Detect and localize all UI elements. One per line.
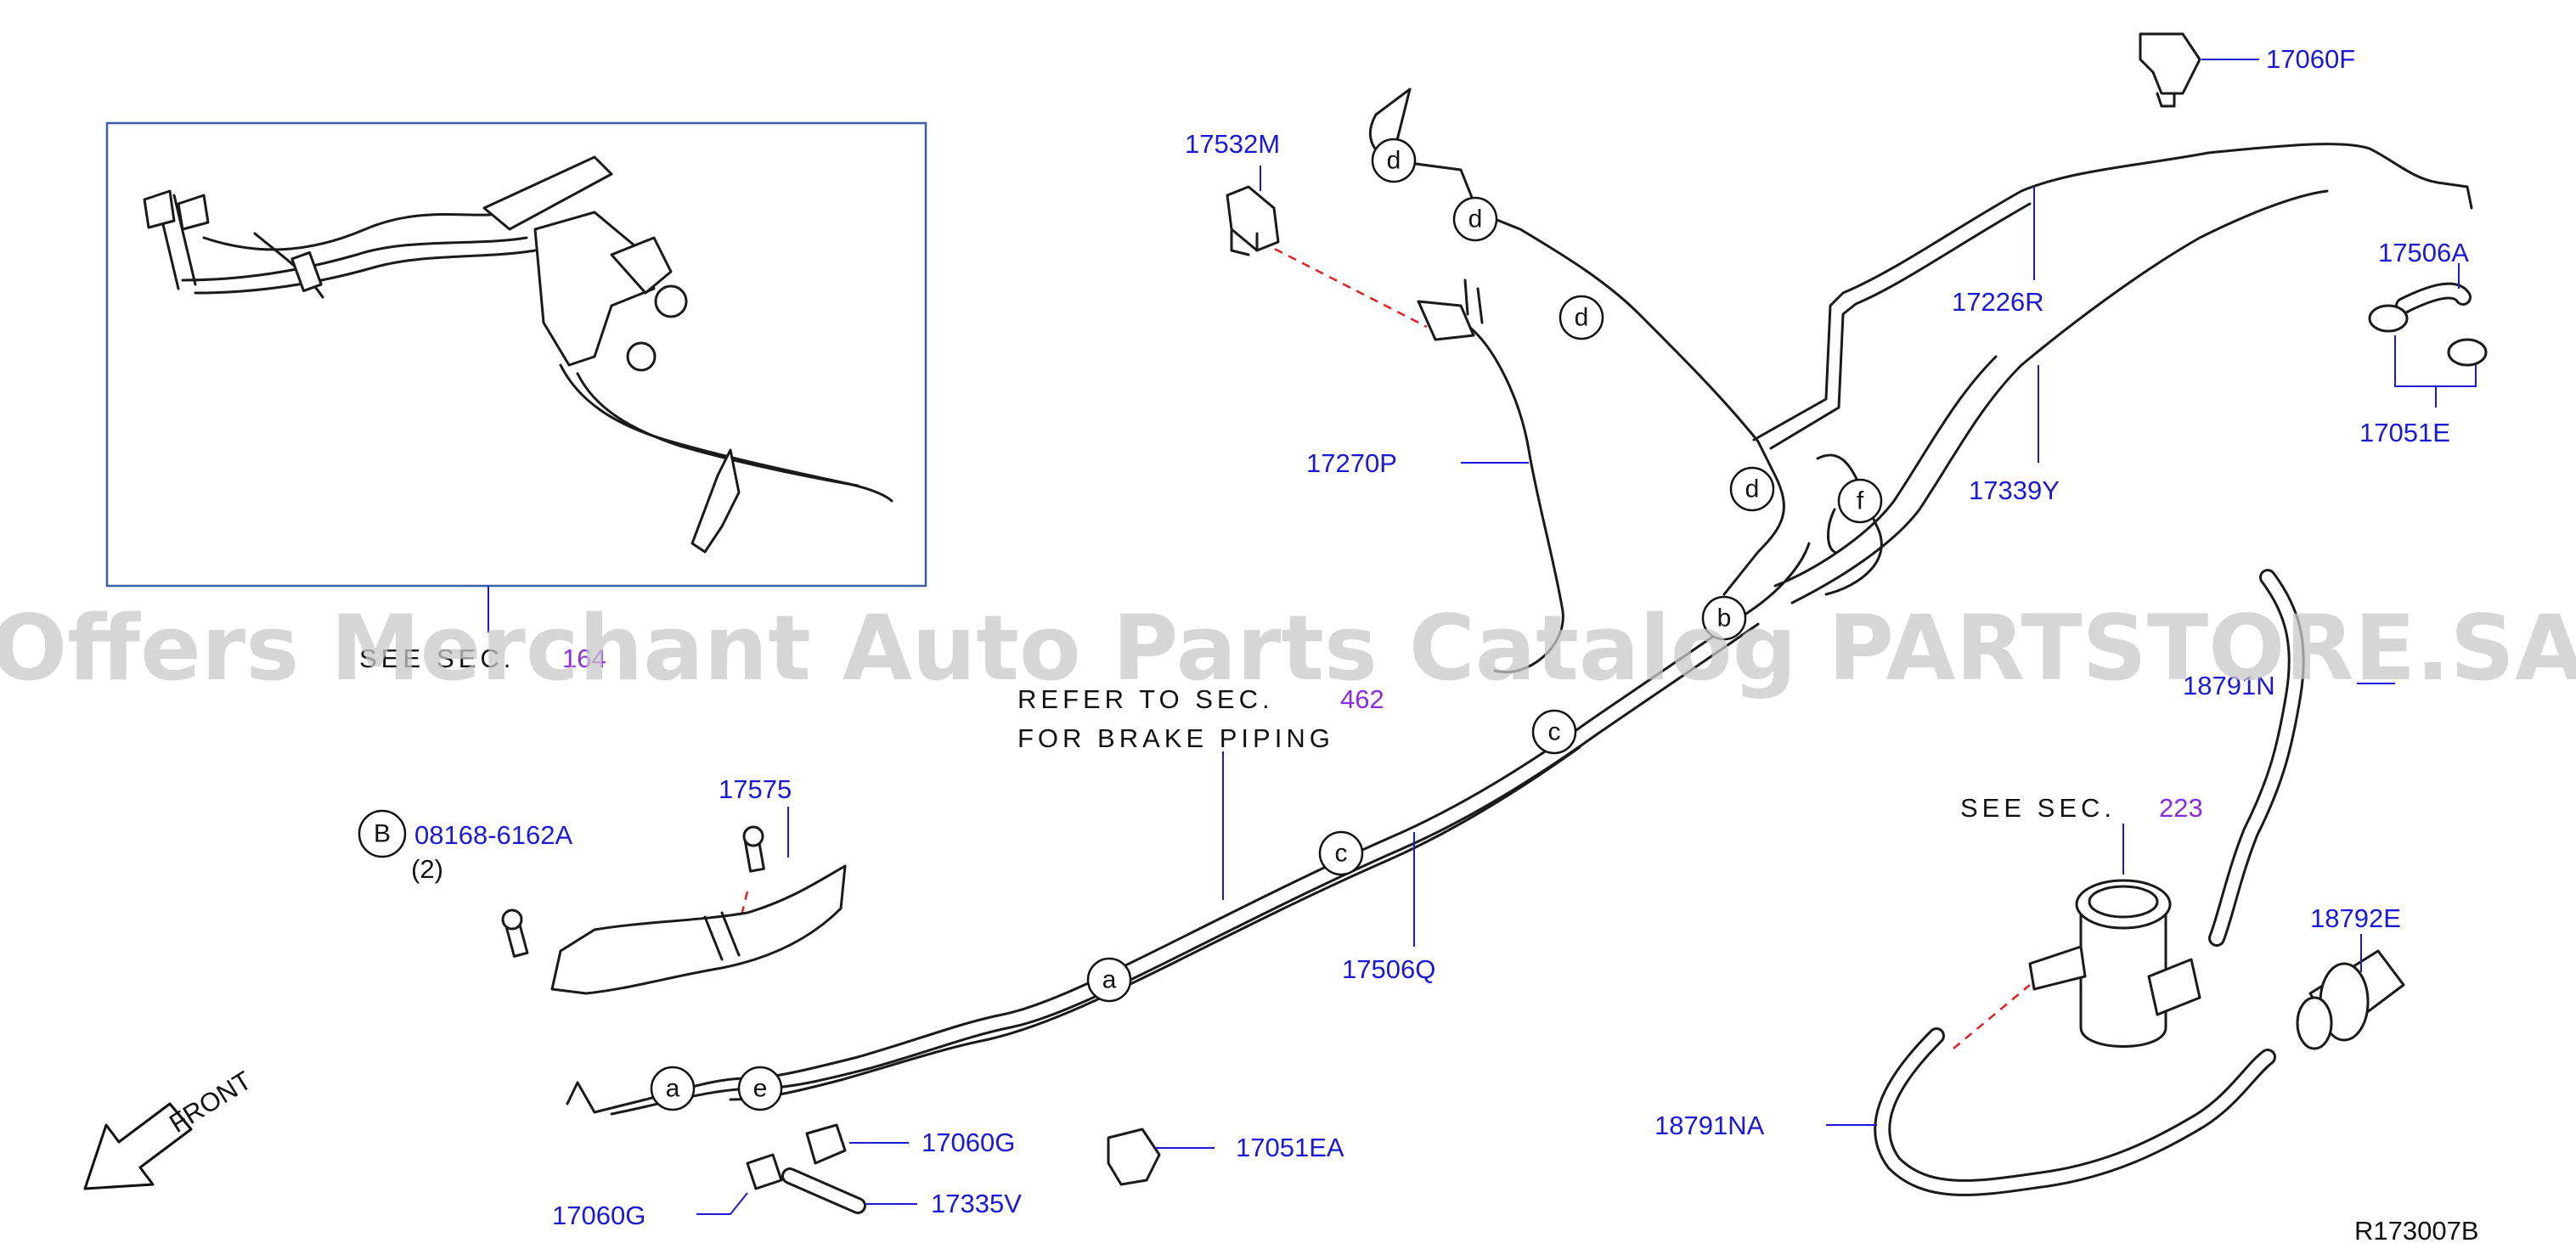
callout-b: b bbox=[1701, 595, 1747, 641]
part-08168-6162a[interactable]: 08168-6162A bbox=[414, 820, 572, 850]
callout-c-1: c bbox=[1531, 709, 1577, 755]
part-17506q[interactable]: 17506Q bbox=[1342, 954, 1435, 984]
bolt-marker-letter: B bbox=[374, 820, 391, 848]
see-sec-223-note: SEE SEC. 223 bbox=[1960, 793, 2203, 823]
part-17575[interactable]: 17575 bbox=[719, 774, 792, 804]
front-direction-indicator: FRONT bbox=[83, 1066, 256, 1190]
part-17226r[interactable]: 17226R bbox=[1952, 287, 2044, 317]
svg-text:f: f bbox=[1857, 487, 1864, 515]
front-label: FRONT bbox=[164, 1066, 256, 1139]
callout-d-3: d bbox=[1559, 295, 1604, 340]
brake-piping-note: REFER TO SEC. 462 FOR BRAKE PIPING bbox=[1017, 684, 1384, 753]
bolt-quantity: (2) bbox=[411, 854, 443, 884]
part-17060f[interactable]: 17060F bbox=[2266, 44, 2355, 74]
svg-text:a: a bbox=[1102, 966, 1117, 994]
callout-d-4: d bbox=[1729, 466, 1775, 512]
brake-note-line2: FOR BRAKE PIPING bbox=[1017, 723, 1334, 753]
front-arrow-icon bbox=[83, 1102, 193, 1190]
callout-c-2: c bbox=[1318, 830, 1364, 876]
inset-piping-drawing bbox=[143, 155, 893, 554]
part-17051e[interactable]: 17051E bbox=[2359, 418, 2450, 447]
clip-17051ea bbox=[1107, 1128, 1161, 1186]
svg-text:a: a bbox=[666, 1075, 680, 1103]
bolt-callout: B 08168-6162A (2) bbox=[358, 809, 572, 884]
clip-17532m bbox=[1226, 185, 1280, 256]
callout-e: e bbox=[737, 1066, 783, 1111]
part-18792e[interactable]: 18792E bbox=[2310, 903, 2401, 933]
svg-text:d: d bbox=[1468, 205, 1483, 233]
hose-17506a bbox=[2368, 282, 2488, 367]
part-18791n[interactable]: 18791N bbox=[2183, 671, 2275, 700]
callout-markers: d d d d f b c c a a e bbox=[650, 138, 1883, 1111]
bolt-marker-circle bbox=[358, 809, 407, 858]
inset-frame bbox=[105, 121, 927, 588]
part-18791na[interactable]: 18791NA bbox=[1654, 1111, 1765, 1140]
diagram-reference-code: R173007B bbox=[2354, 1216, 2479, 1246]
part-17060g-a[interactable]: 17060G bbox=[922, 1128, 1015, 1157]
svg-text:d: d bbox=[1745, 475, 1760, 503]
part-17335v[interactable]: 17335V bbox=[931, 1189, 1022, 1218]
svg-text:c: c bbox=[1548, 718, 1561, 746]
bracket-17575 bbox=[501, 825, 847, 995]
brake-note-line1: REFER TO SEC. bbox=[1017, 684, 1274, 714]
leader-lines bbox=[696, 59, 2477, 1215]
watermark-text: Offers Merchant Auto Parts Catalog PARTS… bbox=[0, 596, 2576, 700]
clip-17060f bbox=[2139, 32, 2201, 108]
clip-17060g-a bbox=[805, 1123, 847, 1165]
callout-a-1: a bbox=[1086, 957, 1132, 1003]
part-17506a[interactable]: 17506A bbox=[2378, 238, 2469, 267]
svg-text:b: b bbox=[1717, 605, 1732, 633]
see-sec-223-text: SEE SEC. bbox=[1960, 793, 2116, 823]
part-17532m[interactable]: 17532M bbox=[1185, 129, 1280, 159]
clip-17060g-b bbox=[746, 1153, 783, 1190]
see-sec-223-link[interactable]: 223 bbox=[2159, 793, 2203, 823]
callout-d-1: d bbox=[1371, 138, 1417, 183]
hose-17335v bbox=[781, 1167, 866, 1214]
callout-a-2: a bbox=[650, 1066, 696, 1111]
part-17051ea[interactable]: 17051EA bbox=[1236, 1133, 1344, 1162]
part-labels: 17060F 17532M 17226R 17506A 17051E 17270… bbox=[552, 44, 2469, 1230]
svg-text:c: c bbox=[1335, 840, 1348, 868]
evap-hose-assembly bbox=[1874, 569, 2405, 1196]
svg-text:d: d bbox=[1387, 147, 1401, 175]
part-17339y[interactable]: 17339Y bbox=[1969, 475, 2060, 505]
brake-note-section-link[interactable]: 462 bbox=[1340, 684, 1384, 714]
part-17270p[interactable]: 17270P bbox=[1306, 448, 1397, 478]
callout-f: f bbox=[1837, 478, 1883, 524]
callout-d-2: d bbox=[1452, 196, 1498, 242]
inset-section-link[interactable]: 164 bbox=[562, 644, 606, 673]
svg-text:e: e bbox=[753, 1075, 768, 1103]
svg-text:d: d bbox=[1575, 304, 1589, 332]
part-17060g-b[interactable]: 17060G bbox=[552, 1201, 645, 1230]
